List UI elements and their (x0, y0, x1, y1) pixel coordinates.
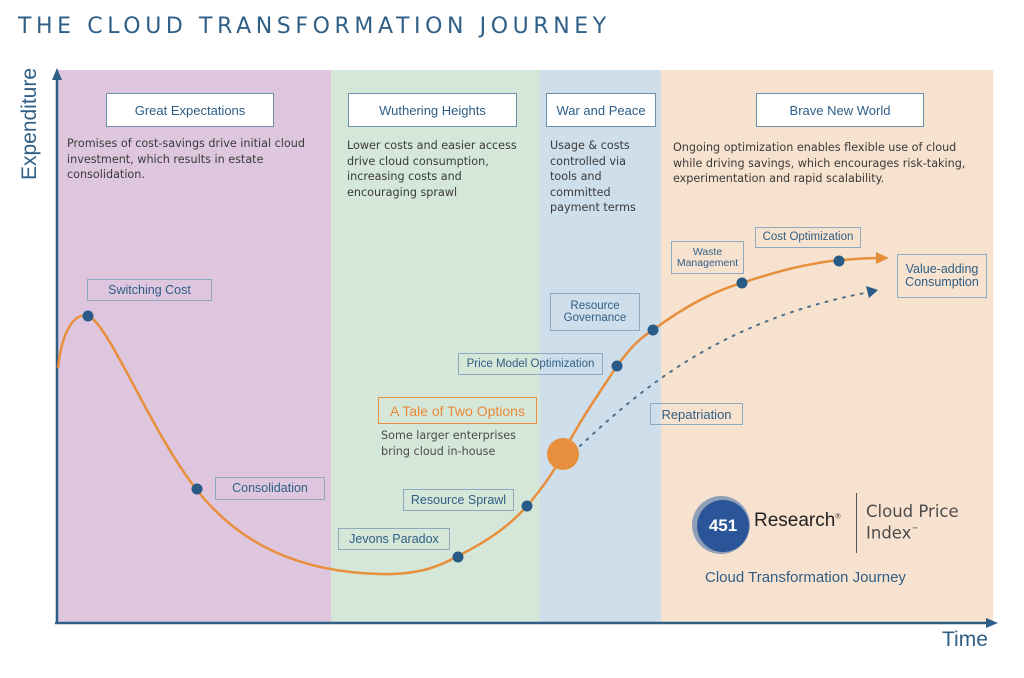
phase-description-great-expectations: Promises of cost-savings drive initial c… (67, 136, 305, 183)
trademark-mark: ™ (911, 526, 919, 534)
milestone-label-jevons-paradox: Jevons Paradox (338, 528, 450, 550)
label-line: Consumption (905, 275, 979, 289)
phase-title-great-expectations: Great Expectations (106, 93, 274, 127)
phase-band-great-expectations (57, 70, 331, 623)
desc-line: tools and (550, 170, 602, 183)
milestone-label-value-adding-consumption: Value-adding Consumption (897, 254, 987, 298)
label-line: Resource (570, 299, 620, 312)
page-title: THE CLOUD TRANSFORMATION JOURNEY (18, 14, 611, 39)
logo-name: Research® (754, 510, 841, 532)
desc-line: Lower costs and easier access (347, 139, 517, 152)
milestone-label-waste-management: Waste Management (671, 241, 744, 274)
fork-point (547, 438, 579, 470)
fork-title: A Tale of Two Options (378, 397, 537, 424)
desc-line: while driving savings, which encourages … (673, 156, 966, 170)
curve-arrow-icon (876, 252, 889, 264)
milestone-dot-resource-sprawl (521, 500, 533, 512)
logo-product-line: Cloud Price (866, 502, 959, 521)
milestone-label-cost-optimization: Cost Optimization (755, 227, 861, 248)
milestone-dot-price-model-optimization (611, 360, 623, 372)
phase-title-brave-new-world: Brave New World (756, 93, 924, 127)
x-axis-label: Time (942, 628, 988, 651)
phase-description-wuthering-heights: Lower costs and easier access drive clou… (347, 138, 517, 200)
logo-451-icon: 451 (697, 500, 749, 552)
milestone-label-consolidation: Consolidation (215, 477, 325, 500)
logo-divider (856, 493, 857, 553)
milestone-label-price-model-optimization: Price Model Optimization (458, 353, 603, 375)
phase-band-war-and-peace (540, 70, 661, 623)
milestone-label-repatriation: Repatriation (650, 403, 743, 425)
desc-line: Some larger enterprises (381, 429, 516, 442)
label-line: Governance (563, 312, 627, 324)
phase-description-war-and-peace: Usage & costs controlled via tools and c… (550, 138, 636, 216)
label-line: Management (676, 256, 739, 269)
registered-mark: ® (835, 513, 841, 521)
milestone-label-resource-governance: Resource Governance (550, 293, 640, 331)
phase-band-wuthering-heights (331, 70, 540, 623)
label-line: Value-adding (905, 262, 979, 276)
phase-description-brave-new-world: Ongoing optimization enables flexible us… (673, 140, 965, 187)
desc-line: committed (550, 185, 611, 199)
desc-line: experimentation and rapid scalability. (673, 172, 885, 185)
logo-subtitle: Cloud Transformation Journey (705, 569, 906, 586)
milestone-label-switching-cost: Switching Cost (87, 279, 212, 301)
desc-line: Usage & costs (550, 139, 630, 152)
milestone-dot-consolidation (191, 483, 203, 495)
desc-line: controlled via (550, 154, 627, 168)
milestone-label-resource-sprawl: Resource Sprawl (403, 489, 514, 511)
desc-line: bring cloud in-house (381, 444, 496, 458)
phase-title-wuthering-heights: Wuthering Heights (348, 93, 517, 127)
logo-product: Cloud Price Index™ (866, 503, 959, 543)
logo-name-text: Research (754, 510, 836, 531)
y-axis-arrow-icon (52, 68, 62, 80)
desc-line: payment terms (550, 201, 636, 214)
milestone-dot-jevons-paradox (452, 551, 464, 563)
desc-line: Ongoing optimization enables flexible us… (673, 141, 957, 154)
desc-line: encouraging sprawl (347, 185, 458, 199)
repatriation-arrow-icon (866, 286, 878, 298)
milestone-dot-waste-management (736, 277, 748, 289)
phase-title-war-and-peace: War and Peace (546, 93, 656, 127)
desc-line: consolidation. (67, 168, 145, 181)
milestone-dot-resource-governance (647, 324, 659, 336)
desc-line: Promises of cost-savings drive initial c… (67, 137, 305, 150)
label-line: Waste (692, 245, 723, 258)
x-axis-arrow-icon (986, 618, 998, 628)
milestone-dot-switching-cost (82, 310, 94, 322)
desc-line: increasing costs and (347, 170, 462, 183)
logo-product-line: Index (866, 523, 912, 543)
desc-line: investment, which results in estate (67, 152, 264, 166)
fork-description: Some larger enterprises bring cloud in-h… (381, 428, 516, 459)
desc-line: drive cloud consumption, (347, 154, 489, 168)
milestone-dot-cost-optimization (833, 255, 845, 267)
